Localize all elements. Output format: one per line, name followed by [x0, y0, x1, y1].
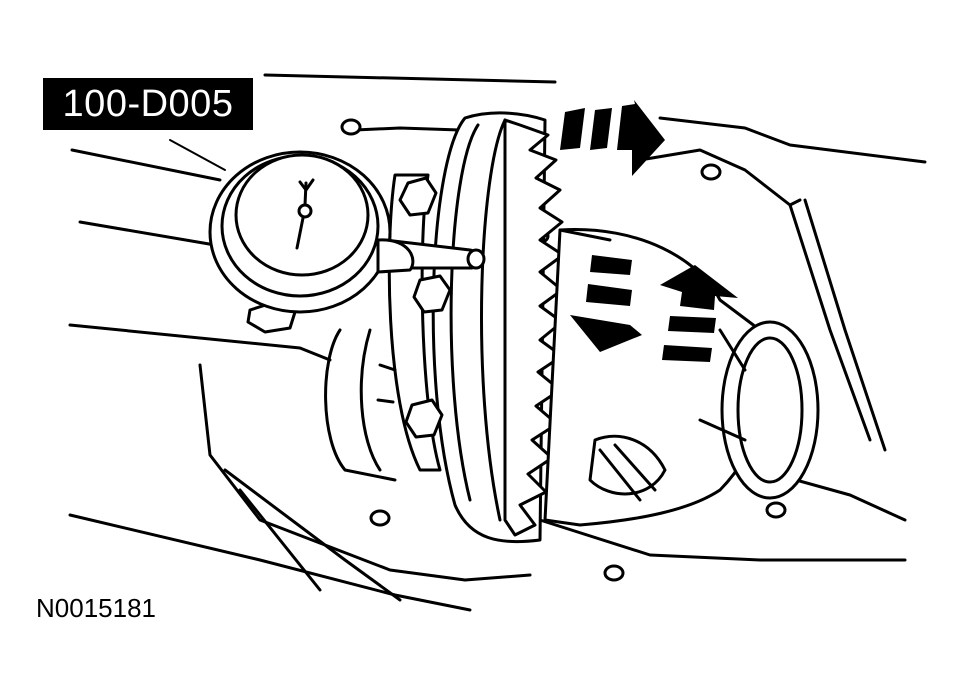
figure-id: N0015181 — [36, 593, 156, 623]
ring-gear-teeth — [503, 118, 565, 537]
runout-movement-arrow-icon — [570, 255, 738, 362]
axial-movement-arrow-icon — [560, 100, 665, 176]
axle-housing — [68, 73, 927, 612]
special-tool-label: 100-D005 — [43, 78, 253, 130]
dial-indicator — [208, 150, 486, 314]
dial-pivot-icon — [297, 203, 313, 219]
